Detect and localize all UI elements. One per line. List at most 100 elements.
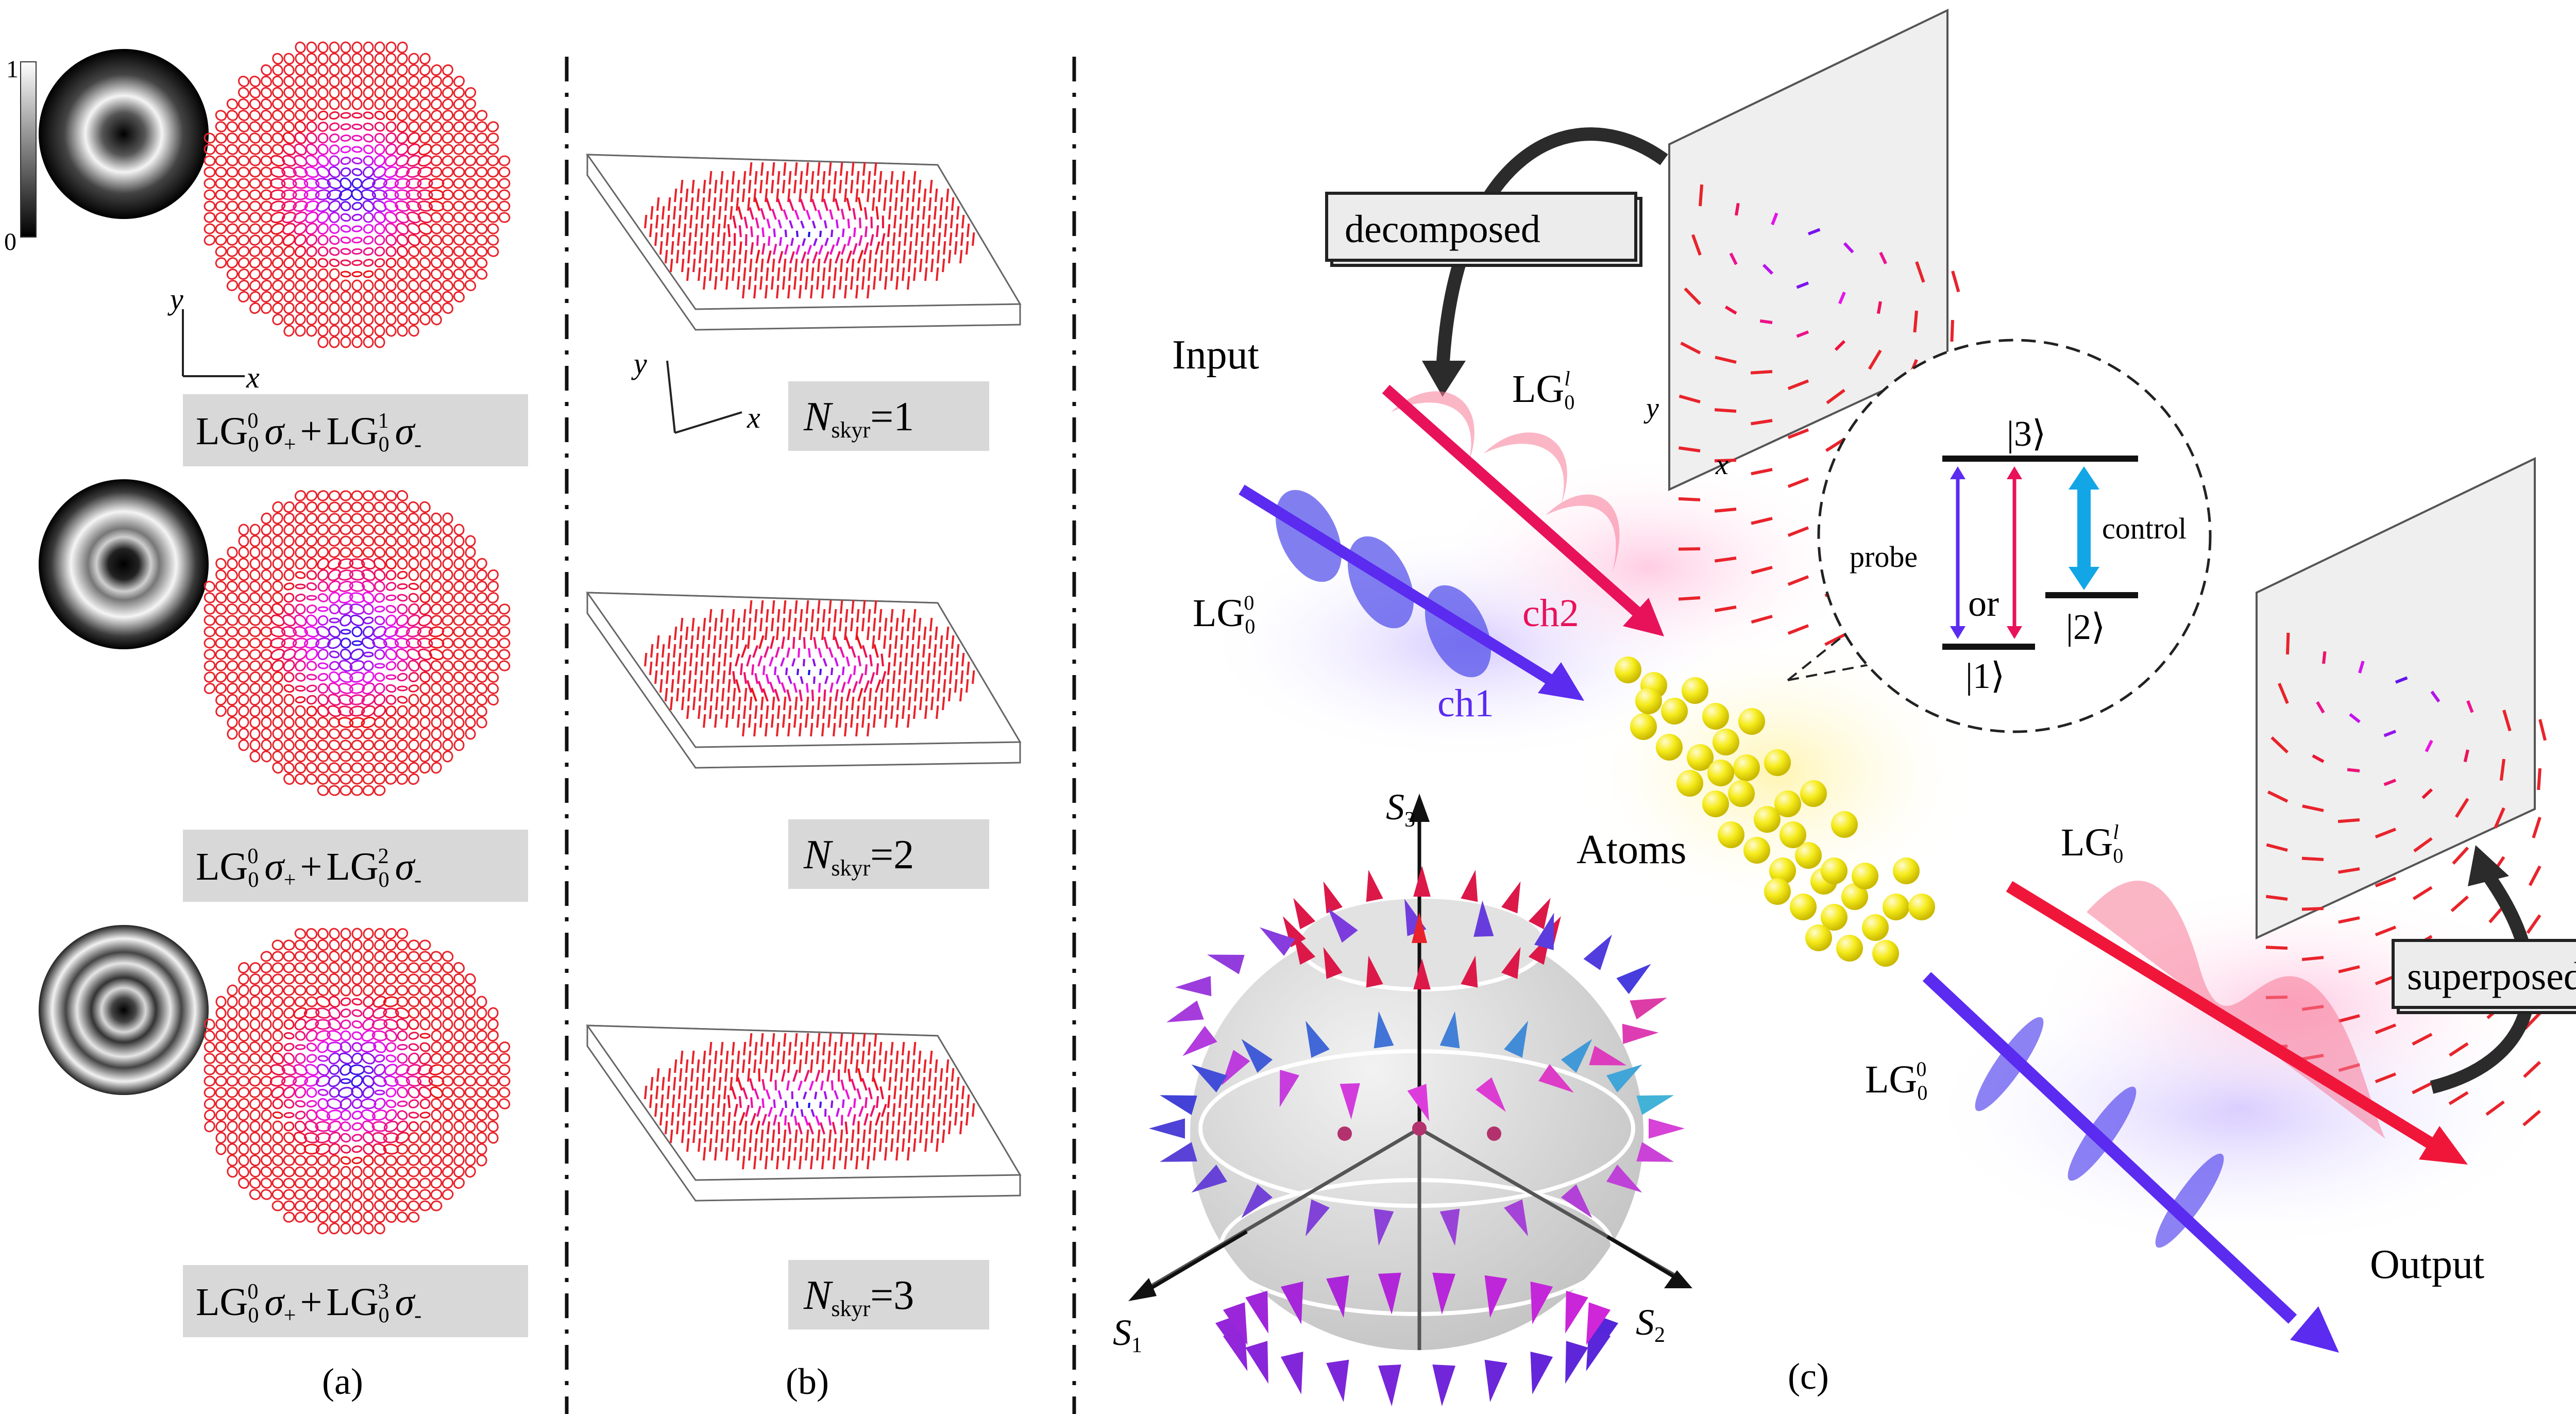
polarization-ellipse [260, 615, 273, 626]
polarization-ellipse [306, 98, 317, 110]
beam-glow-input-pink [1432, 453, 1865, 680]
skyrmion-vector [686, 705, 690, 719]
skyrmion-vector [684, 206, 688, 220]
skyrmion-vector [766, 1138, 769, 1152]
polarization-ellipse [272, 750, 283, 763]
polarization-ellipse [362, 626, 375, 638]
skyrmion-vector [797, 1122, 803, 1135]
polarization-ellipse [306, 1166, 318, 1177]
sigma-sign: + [284, 868, 296, 892]
skyrmion-vector [844, 1155, 848, 1170]
polarization-ellipse [238, 110, 250, 121]
skyrmion-vector [656, 1068, 660, 1082]
polarization-ellipse [372, 996, 387, 1008]
polarization-ellipse [283, 98, 295, 110]
polarization-ellipse [453, 1143, 465, 1155]
polarization-ellipse [476, 1064, 488, 1075]
polarization-ellipse [261, 682, 272, 695]
polarization-ellipse [294, 928, 307, 939]
polarization-ellipse [328, 1132, 341, 1144]
skyrmion-vector [840, 208, 845, 220]
skyrmion-vector [803, 637, 806, 649]
skyrmion-vector [972, 1103, 975, 1117]
polarization-ellipse [362, 785, 375, 796]
polarization-ellipse [442, 1154, 453, 1167]
screen-vector [2302, 804, 2324, 812]
skyrmion-vector [801, 251, 807, 264]
polarization-ellipse [406, 155, 421, 167]
skyrmion-vector [845, 609, 849, 623]
atom [1743, 837, 1770, 864]
polarization-ellipse [227, 1007, 238, 1019]
stokes-cone [1207, 954, 1245, 974]
screen-vector [1678, 497, 1701, 501]
skyrmion-vector [834, 267, 837, 281]
skyrmion-vector [834, 705, 837, 719]
polarization-ellipse [317, 985, 329, 996]
polarization-ellipse [304, 1018, 319, 1031]
polarization-ellipse [385, 546, 397, 559]
polarization-ellipse [385, 1155, 397, 1166]
s1-label: S1 [1113, 1312, 1142, 1357]
skyrmion-vector [939, 652, 942, 667]
atom [1764, 749, 1791, 776]
polarization-ellipse [272, 996, 284, 1008]
screen-vector [1879, 251, 1887, 264]
polarization-ellipse [385, 614, 397, 627]
polarization-ellipse [238, 1109, 249, 1121]
lg-0-input-label: LG00 [1193, 591, 1255, 638]
polarization-ellipse [261, 580, 272, 593]
skyrmion-vector [759, 1147, 763, 1161]
polarization-ellipse [340, 236, 351, 244]
skyrmion-vector [959, 249, 963, 264]
polarization-ellipse [303, 1007, 320, 1019]
polarization-ellipse [260, 984, 273, 997]
polarization-ellipse [363, 984, 374, 997]
polarization-ellipse [351, 490, 363, 501]
polarization-ellipse [249, 973, 261, 985]
polarization-ellipse [238, 694, 249, 706]
polarization-ellipse [442, 535, 453, 547]
skyrmion-vector [747, 635, 751, 649]
polarization-ellipse [238, 246, 250, 257]
polarization-ellipse [238, 87, 250, 98]
skyrmion-vector [795, 244, 801, 255]
polarization-ellipse [340, 291, 351, 303]
skyrmion-vector [867, 722, 870, 737]
polarization-ellipse [260, 155, 273, 166]
polarization-ellipse [351, 728, 363, 739]
polarization-ellipse [385, 1087, 397, 1098]
polarization-ellipse [464, 223, 477, 234]
polarization-ellipse [476, 1132, 487, 1144]
skyrmion-vector [743, 267, 747, 281]
atom [1872, 940, 1899, 967]
polarization-ellipse [476, 671, 488, 683]
polarization-ellipse [272, 1018, 283, 1031]
skyrmion-vector [861, 276, 865, 290]
polarization-ellipse [283, 1032, 295, 1040]
skyrmion-vector [937, 1120, 940, 1135]
polarization-ellipse [419, 592, 431, 603]
skyrmion-vector [677, 670, 681, 684]
polarization-ellipse [453, 535, 465, 547]
polarization-ellipse [487, 637, 499, 649]
skyrmion-vector [741, 644, 748, 658]
polarization-ellipse [238, 626, 250, 637]
polarization-ellipse [487, 246, 499, 257]
skyrmion-vector [901, 1059, 904, 1073]
polarization-ellipse [363, 64, 374, 76]
skyrmion-vector [856, 1088, 861, 1100]
polarization-ellipse [340, 112, 351, 119]
skyrmion-vector [786, 1080, 790, 1091]
skyrmion-vector [967, 223, 970, 238]
polarization-ellipse [442, 615, 454, 626]
skyrmion-vector [694, 1094, 698, 1108]
polarization-ellipse [283, 728, 295, 740]
polarization-ellipse [408, 985, 420, 996]
skyrmion-vector [834, 198, 840, 211]
skyrmion-vector [715, 258, 719, 273]
skyrmion-vector [765, 284, 768, 299]
skyrmion-vector [828, 647, 834, 658]
skyrmion-vector [783, 600, 787, 614]
polarization-ellipse [374, 122, 385, 132]
